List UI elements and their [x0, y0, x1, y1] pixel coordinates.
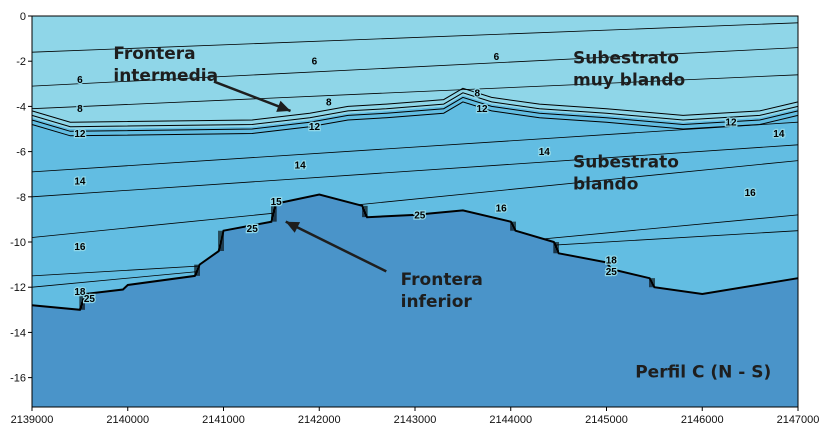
contour-label: 12: [725, 118, 737, 129]
y-tick-label: -14: [10, 327, 26, 339]
contour-label: 12: [74, 129, 86, 140]
x-tick-label: 2140000: [106, 414, 149, 426]
contour-label: 16: [745, 188, 757, 199]
annotation-line: Frontera: [401, 270, 483, 290]
annotation-arrow-shaft: [213, 80, 291, 113]
y-tick-label: -6: [16, 147, 26, 159]
x-tick-label: 2141000: [202, 414, 245, 426]
contour-label: 8: [326, 97, 332, 108]
annotation-arrow-head: [276, 100, 291, 112]
y-tick-label: 0: [20, 11, 26, 23]
x-tick-label: 2143000: [394, 414, 437, 426]
contour-label: 8: [77, 104, 83, 115]
x-tick-label: 2147000: [777, 414, 820, 426]
contour-label: 6: [312, 57, 318, 68]
contour-label: 14: [773, 129, 785, 140]
contour-label: 18: [74, 287, 86, 298]
annotation-arrow-shaft: [285, 220, 387, 273]
y-tick-label: -16: [10, 373, 26, 385]
y-tick-label: -8: [16, 192, 26, 204]
contour-line: [32, 47, 798, 87]
contour-label: 18: [606, 256, 618, 267]
annotation-line: Frontera: [113, 44, 195, 64]
contour-label: 25: [414, 210, 426, 221]
contour-label: 12: [309, 122, 321, 133]
contour-line: [32, 74, 798, 110]
annotation-line: blando: [573, 174, 638, 194]
x-tick-label: 2139000: [11, 414, 54, 426]
axis-ticks: 2139000 2140000 2141000 2142000 2143000 21440…: [10, 11, 819, 426]
contour-label: 25: [606, 267, 618, 278]
intermediate-boundary-line: [31, 101, 799, 137]
contour-line: [32, 160, 798, 238]
contour-label: 6: [494, 52, 500, 63]
x-tick-label: 2145000: [585, 414, 628, 426]
intermediate-boundary-line: [31, 87, 799, 123]
annotation-line: inferior: [401, 292, 473, 312]
contour-label: 14: [74, 176, 86, 187]
intermediate-boundary-line: [31, 96, 799, 132]
annotation-text: Perfil C (N - S): [635, 363, 771, 383]
annotation-arrow-head: [285, 221, 301, 233]
zone-very-soft-fill: [32, 16, 798, 129]
contour-label: 16: [74, 242, 86, 253]
x-tick-label: 2142000: [298, 414, 341, 426]
contour-line: [32, 22, 798, 53]
annotation-line: Subestrato: [573, 152, 679, 172]
contour-label: 25: [84, 294, 96, 305]
intermediate-boundary-line: [31, 92, 799, 128]
y-tick-label: -12: [10, 282, 26, 294]
y-tick-label: -10: [10, 237, 26, 249]
contour-label: 8: [474, 88, 480, 99]
contour-lines-clipped: [32, 22, 798, 288]
contour-label: 25: [247, 224, 259, 235]
boundary-lines: [31, 87, 799, 311]
contour-label: 14: [539, 147, 551, 158]
contour-label: 16: [496, 204, 508, 215]
contour-line: [32, 121, 798, 173]
contour-lines: [32, 22, 798, 288]
zone-soft-fill: [32, 95, 798, 310]
y-tick-label: -4: [16, 101, 26, 113]
annotation-line: Perfil C (N - S): [635, 363, 771, 383]
contour-label: 6: [77, 75, 83, 86]
contour-label: 15: [271, 197, 283, 208]
contour-label: 14: [295, 161, 307, 172]
contour-line: [32, 144, 798, 198]
lower-boundary-line: [31, 193, 799, 311]
annotation-line: muy blando: [573, 70, 685, 90]
annotation-line: Subestrato: [573, 48, 679, 68]
annotation-line: intermedia: [113, 66, 218, 86]
x-tick-label: 2146000: [681, 414, 724, 426]
contour-label: 12: [476, 104, 488, 115]
y-tick-label: -2: [16, 56, 26, 68]
x-tick-label: 2144000: [489, 414, 532, 426]
